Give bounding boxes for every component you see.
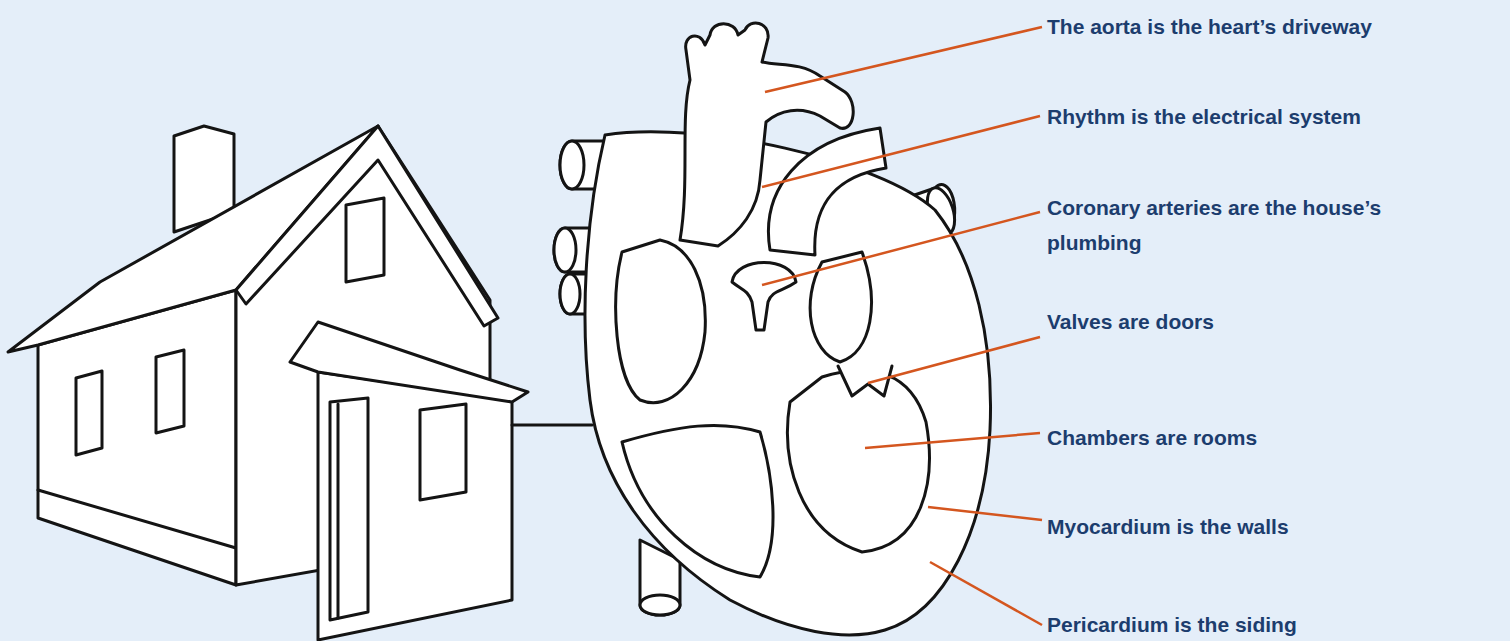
callout-label: Valves are doors	[1047, 307, 1507, 337]
heart-valve	[732, 263, 796, 331]
vessel-end	[554, 228, 576, 272]
callout-label: Rhythm is the electrical system	[1047, 102, 1507, 132]
gable-trim	[236, 126, 498, 326]
callout-label: Myocardium is the walls	[1047, 512, 1507, 542]
leader-lines	[762, 27, 1042, 625]
leader-line	[865, 433, 1040, 448]
callout-label: Pericardium is the siding	[1047, 610, 1507, 640]
connector-line	[512, 424, 592, 427]
vessel-end	[640, 595, 680, 615]
leader-line	[762, 212, 1040, 285]
house-roof	[8, 126, 378, 352]
porch-wall	[318, 372, 512, 640]
leader-line	[765, 27, 1042, 92]
door-frame	[337, 404, 340, 618]
heart-chamber	[622, 425, 773, 577]
porch-roof	[290, 322, 528, 402]
vessel-end	[560, 274, 580, 314]
callout-label: Coronary arteries are the house’s plumbi…	[1047, 190, 1387, 260]
heart-chamber	[788, 371, 930, 552]
callout-label: Chambers are rooms	[1047, 423, 1507, 453]
house-door	[330, 398, 368, 620]
foundation-line	[38, 490, 236, 548]
heart-chamber	[616, 240, 706, 403]
pulmonary-artery	[768, 128, 886, 255]
aorta	[680, 23, 853, 246]
house-drawing	[8, 126, 528, 640]
house-window	[346, 198, 384, 282]
leader-line	[762, 116, 1040, 187]
heart-valve	[838, 366, 892, 396]
heart-chamber	[810, 252, 871, 362]
house-window	[156, 350, 184, 433]
heart-drawing	[554, 23, 991, 635]
house-window	[420, 404, 466, 500]
leader-line	[928, 507, 1042, 520]
leader-line	[868, 337, 1040, 383]
callout-label: The aorta is the heart’s driveway	[1047, 12, 1507, 42]
house-window	[76, 371, 102, 455]
vessel-end	[560, 141, 584, 189]
leader-line	[930, 562, 1042, 625]
